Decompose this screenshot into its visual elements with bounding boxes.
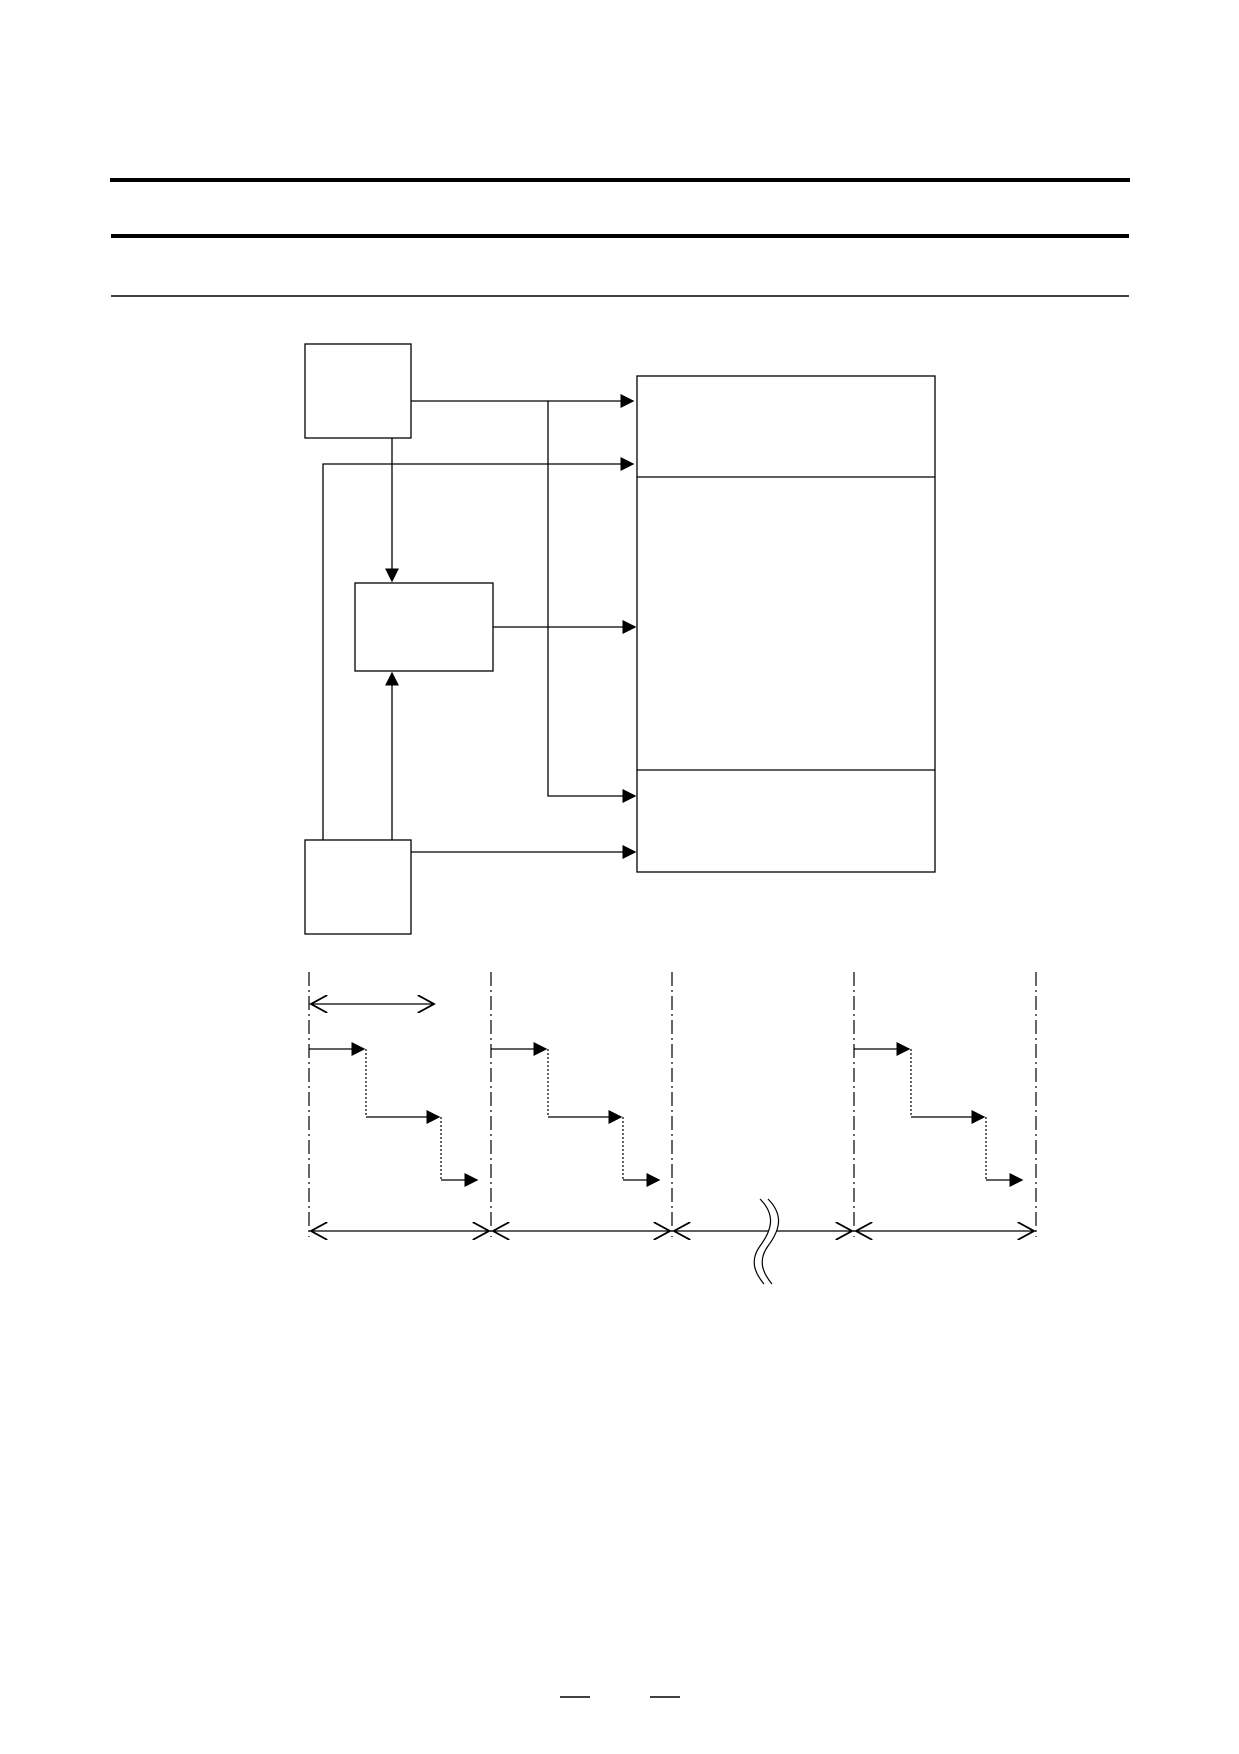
block-diagram bbox=[304, 343, 936, 935]
block-bottom-left bbox=[304, 839, 412, 935]
block-middle bbox=[354, 582, 494, 672]
timing-column-lines bbox=[308, 972, 1037, 1237]
timing-diagram bbox=[308, 972, 1037, 1285]
break-line-left bbox=[753, 1198, 772, 1285]
staircase-column-4 bbox=[854, 1042, 1024, 1187]
block-top-left bbox=[304, 343, 412, 439]
staircase-column-2 bbox=[491, 1042, 661, 1187]
staircase-column-1 bbox=[309, 1042, 479, 1187]
arrow-branch-to-right-unit-lower bbox=[547, 401, 637, 803]
break-symbol-band bbox=[754, 1199, 779, 1284]
block-right-unit bbox=[636, 375, 936, 873]
break-line-right bbox=[761, 1198, 780, 1285]
arrow-bottom-left-feedback-to-right-unit bbox=[322, 457, 635, 840]
header-rules bbox=[110, 178, 1130, 297]
break-symbol bbox=[753, 1198, 780, 1285]
